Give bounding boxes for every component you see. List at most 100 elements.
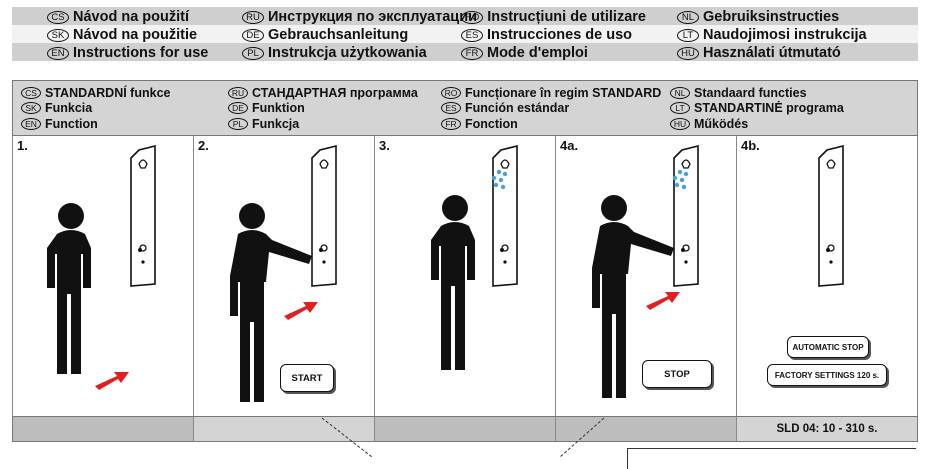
factory-settings-label: FACTORY SETTINGS 120 s. — [767, 364, 887, 386]
step-3: 3. — [375, 136, 556, 416]
person-figure — [592, 195, 674, 398]
language-text: STANDARDNÍ funkce — [45, 85, 171, 100]
step-4a: 4a. STOP — [556, 136, 737, 416]
language-code-badge: FR — [461, 46, 483, 60]
water-drops-icon — [491, 169, 508, 190]
language-row: CS Návod na použití — [47, 8, 208, 26]
language-text: Function — [45, 116, 98, 131]
step-2-illustration — [230, 144, 337, 402]
language-code-badge: ES — [441, 102, 461, 115]
language-code-badge: SK — [21, 102, 41, 115]
language-row: SK Návod na použitie — [47, 26, 208, 44]
shower-panel — [311, 144, 337, 287]
step-number: 1. — [17, 138, 28, 153]
language-row: DE Gebrauchsanleitung — [242, 26, 477, 44]
language-text: Instructions for use — [73, 45, 209, 61]
step-number: 3. — [379, 138, 390, 153]
automatic-stop-label: AUTOMATIC STOP — [787, 336, 869, 358]
language-text: Naudojimosi instrukcija — [703, 27, 867, 43]
start-button[interactable]: START — [280, 364, 334, 392]
language-code-badge: FR — [441, 117, 461, 130]
language-text: Návod na použití — [73, 9, 189, 25]
language-row: HU Működés — [670, 116, 844, 132]
language-code-badge: DE — [242, 28, 264, 42]
language-code-badge: SK — [47, 28, 69, 42]
language-text: Funcționare în regim STANDARD — [465, 85, 662, 100]
language-text: STANDARTINĖ programa — [694, 101, 844, 116]
arrow-icon — [95, 372, 129, 390]
language-text: Fonction — [465, 116, 518, 131]
language-row: RO Funcționare în regim STANDARD — [441, 85, 661, 101]
language-row: FR Fonction — [441, 116, 661, 132]
language-row: CS STANDARDNÍ funkce — [21, 85, 170, 101]
arrow-icon — [646, 292, 680, 310]
language-text: Instrucțiuni de utilizare — [487, 9, 646, 25]
step-1: 1. — [13, 136, 194, 416]
language-code-badge: EN — [21, 117, 41, 130]
language-code-badge: RO — [461, 10, 484, 24]
shower-panel — [492, 144, 518, 287]
language-row: SK Funkcia — [21, 101, 170, 117]
language-code-badge: RO — [441, 86, 461, 99]
bottom-cell — [13, 417, 194, 441]
language-code-badge: HU — [670, 117, 690, 130]
person-figure — [431, 195, 475, 370]
language-text: Használati útmutató — [703, 45, 841, 61]
language-code-badge: LT — [677, 28, 699, 42]
language-code-badge: NL — [670, 86, 690, 99]
language-code-badge: RU — [242, 10, 264, 24]
language-text: Instrukcja użytkowania — [268, 45, 427, 61]
step-4b-illustration — [818, 144, 844, 287]
bottom-bar: SLD 04: 10 - 310 s. — [12, 416, 918, 442]
language-code-badge: LT — [670, 102, 690, 115]
function-column: RO Funcționare în regim STANDARD ES Función… — [441, 85, 661, 132]
language-code-badge: RU — [228, 86, 248, 99]
shower-panel — [818, 144, 844, 287]
language-code-badge: PL — [228, 117, 248, 130]
setting-range-label: SLD 04: 10 - 310 s. — [737, 417, 917, 441]
language-text: Funkcia — [45, 101, 93, 116]
step-4b: 4b. AUTOMATIC STOP FACTORY SETTINGS 120 … — [737, 136, 918, 416]
step-number: 4a. — [560, 138, 579, 153]
language-text: Funktion — [252, 101, 305, 116]
language-text: Instrucciones de uso — [487, 27, 633, 43]
step-number: 4b. — [741, 138, 760, 153]
language-text: Működés — [694, 116, 749, 131]
language-code-badge: CS — [47, 10, 69, 24]
bottom-cell — [375, 417, 556, 441]
step-1-illustration — [47, 144, 156, 390]
person-figure — [47, 203, 91, 374]
step-4a-illustration — [592, 144, 699, 398]
water-drops-icon — [672, 169, 689, 190]
arrow-icon — [284, 302, 318, 320]
language-row: NL Standaard functies — [670, 85, 844, 101]
language-row: HU Használati útmutató — [677, 44, 867, 62]
bottom-cell — [194, 417, 375, 441]
callout-box — [627, 448, 916, 469]
language-code-badge: CS — [21, 86, 41, 99]
language-code-badge: DE — [228, 102, 248, 115]
language-text: Función estándar — [465, 101, 570, 116]
stop-button[interactable]: STOP — [642, 360, 712, 388]
language-row: EN Function — [21, 116, 170, 132]
language-code-badge: HU — [677, 46, 699, 60]
language-text: Návod na použitie — [73, 27, 198, 43]
language-text: Gebrauchsanleitung — [268, 27, 409, 43]
language-text: Standaard functies — [694, 85, 807, 100]
step-number: 2. — [198, 138, 209, 153]
